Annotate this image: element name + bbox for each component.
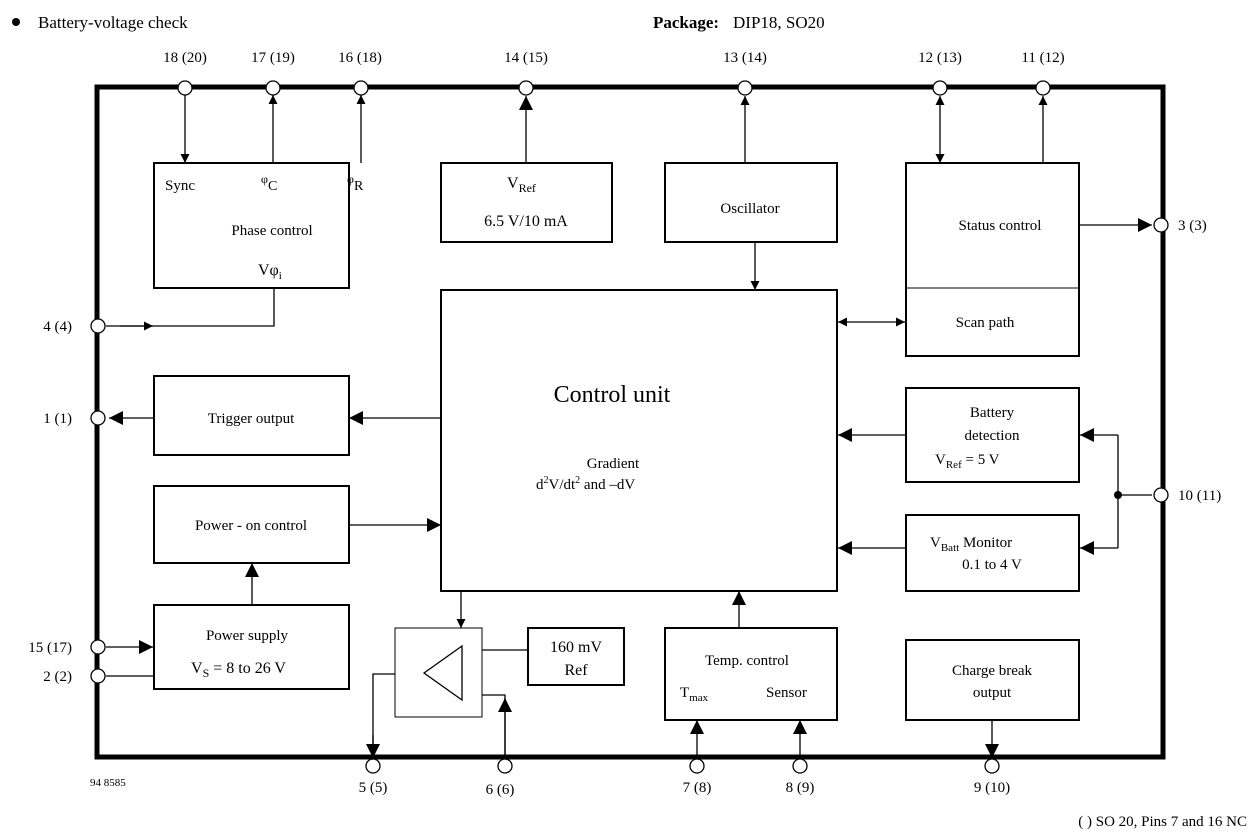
vs-label: V: [191, 660, 203, 677]
vbatt-monitor-block: VBatt Monitor 0.1 to 4 V: [905, 514, 1080, 592]
status-control-title: Status control: [959, 218, 1042, 234]
oscillator-block: Oscillator: [664, 162, 838, 243]
package-value: DIP18, SO20: [733, 13, 825, 32]
pin-label-6: 6 (6): [486, 782, 515, 798]
pin-label-8: 8 (9): [786, 780, 815, 796]
svg-text:VS = 8 to 26 V: VS = 8 to 26 V: [191, 660, 286, 680]
oscillator-title: Oscillator: [720, 201, 779, 217]
svg-text:VBatt Monitor: VBatt Monitor: [930, 535, 1012, 554]
pin-4: [90, 318, 106, 334]
pin-label-9: 9 (10): [974, 780, 1010, 796]
vbatt-label: V: [930, 535, 941, 551]
ref-160mv-line1: 160 mV: [550, 639, 602, 656]
charge-break-output-block: Charge break output: [905, 639, 1080, 721]
pin-label-7: 7 (8): [683, 780, 712, 796]
pin-10: [1153, 487, 1169, 503]
figure-id: 94 8585: [90, 777, 126, 789]
pin-16: [353, 80, 369, 96]
pin-label-11: 11 (12): [1021, 50, 1064, 66]
scan-path-label: Scan path: [956, 315, 1015, 331]
vref-value: 6.5 V/10 mA: [484, 213, 568, 230]
charge-break-line1: Charge break: [952, 663, 1033, 679]
pin-6: [497, 758, 513, 774]
pin-2: [90, 668, 106, 684]
pin-12: [932, 80, 948, 96]
pin-3: [1153, 217, 1169, 233]
control-unit-block: Control unit Gradient d2V/dt2 and –dV: [440, 289, 838, 592]
comparator-block: [394, 627, 483, 718]
charge-break-line2: output: [973, 685, 1012, 701]
battery-vref: V: [935, 452, 946, 468]
pin-18: [177, 80, 193, 96]
pin-label-1: 1 (1): [43, 411, 72, 427]
pin-labels: 18 (20) 17 (19) 16 (18) 14 (15) 13 (14) …: [28, 50, 1221, 798]
pin-label-12: 12 (13): [918, 50, 962, 66]
vref-block: VRef 6.5 V/10 mA: [440, 162, 613, 243]
vbatt-range: 0.1 to 4 V: [962, 557, 1022, 573]
pin-label-15: 15 (17): [28, 640, 72, 656]
pin-9: [984, 758, 1000, 774]
tmax-label: T: [680, 685, 689, 701]
pin-14: [518, 80, 534, 96]
pin-7: [689, 758, 705, 774]
trigger-output-block: Trigger output: [153, 375, 350, 456]
battery-line1: Battery: [970, 405, 1015, 421]
pin-15: [90, 639, 106, 655]
phase-control-title: Phase control: [231, 223, 312, 239]
svg-text:VRef: VRef: [507, 175, 536, 195]
pin-8: [792, 758, 808, 774]
power-on-control-title: Power - on control: [195, 518, 307, 534]
footer-note: ( ) SO 20, Pins 7 and 16 NC: [1078, 814, 1247, 830]
status-control-block: Status control Scan path: [905, 162, 1080, 357]
svg-text:VRef = 5 V: VRef = 5 V: [935, 452, 1000, 471]
battery-detection-block: Battery detection VRef = 5 V: [905, 387, 1080, 483]
pin-label-4: 4 (4): [43, 319, 72, 335]
pin-label-16: 16 (18): [338, 50, 382, 66]
bullet-text: Battery-voltage check: [38, 13, 188, 32]
gradient-formula: d2V/dt2 and –dV: [536, 475, 635, 493]
power-supply-block: Power supply VS = 8 to 26 V: [153, 604, 350, 690]
phi-r-label: φ: [347, 172, 354, 186]
pin-label-2: 2 (2): [43, 669, 72, 685]
pin-11: [1035, 80, 1051, 96]
power-on-control-block: Power - on control: [153, 485, 350, 564]
svg-text:φR: φR: [347, 172, 364, 194]
power-supply-title: Power supply: [206, 628, 289, 644]
comparator-triangle-icon: [422, 644, 463, 702]
phase-control-block: Sync φC φR Phase control Vφi: [153, 162, 364, 289]
pin-label-10: 10 (11): [1178, 488, 1221, 504]
control-unit-title: Control unit: [554, 382, 671, 408]
bullet-icon: [12, 18, 20, 26]
battery-line2: detection: [965, 428, 1020, 444]
svg-text:Tmax: Tmax: [680, 685, 709, 704]
sync-label: Sync: [165, 178, 195, 194]
vref-label: V: [507, 175, 519, 192]
sensor-label: Sensor: [766, 685, 807, 701]
pin-circles: [90, 80, 1169, 774]
pin-label-5: 5 (5): [359, 780, 388, 796]
ref-160mv-block: 160 mV Ref: [527, 627, 625, 686]
gradient-label: Gradient: [587, 456, 640, 472]
pin-label-13: 13 (14): [723, 50, 767, 66]
pin-1: [90, 410, 106, 426]
package-label: Package:: [653, 13, 719, 32]
svg-text:φC: φC: [261, 172, 277, 194]
pin-17: [265, 80, 281, 96]
pin-label-18: 18 (20): [163, 50, 207, 66]
trigger-output-title: Trigger output: [208, 411, 295, 427]
pin-label-14: 14 (15): [504, 50, 548, 66]
pin-13: [737, 80, 753, 96]
v-phi-label: Vφ: [258, 262, 279, 279]
temp-control-title: Temp. control: [705, 653, 789, 669]
pin-label-3: 3 (3): [1178, 218, 1207, 234]
ref-160mv-line2: Ref: [564, 662, 588, 679]
pin-label-17: 17 (19): [251, 50, 295, 66]
svg-text:Vφi: Vφi: [258, 262, 282, 282]
temp-control-block: Temp. control Tmax Sensor: [664, 627, 838, 721]
pin-5: [365, 758, 381, 774]
phi-c-label: φ: [261, 172, 268, 186]
